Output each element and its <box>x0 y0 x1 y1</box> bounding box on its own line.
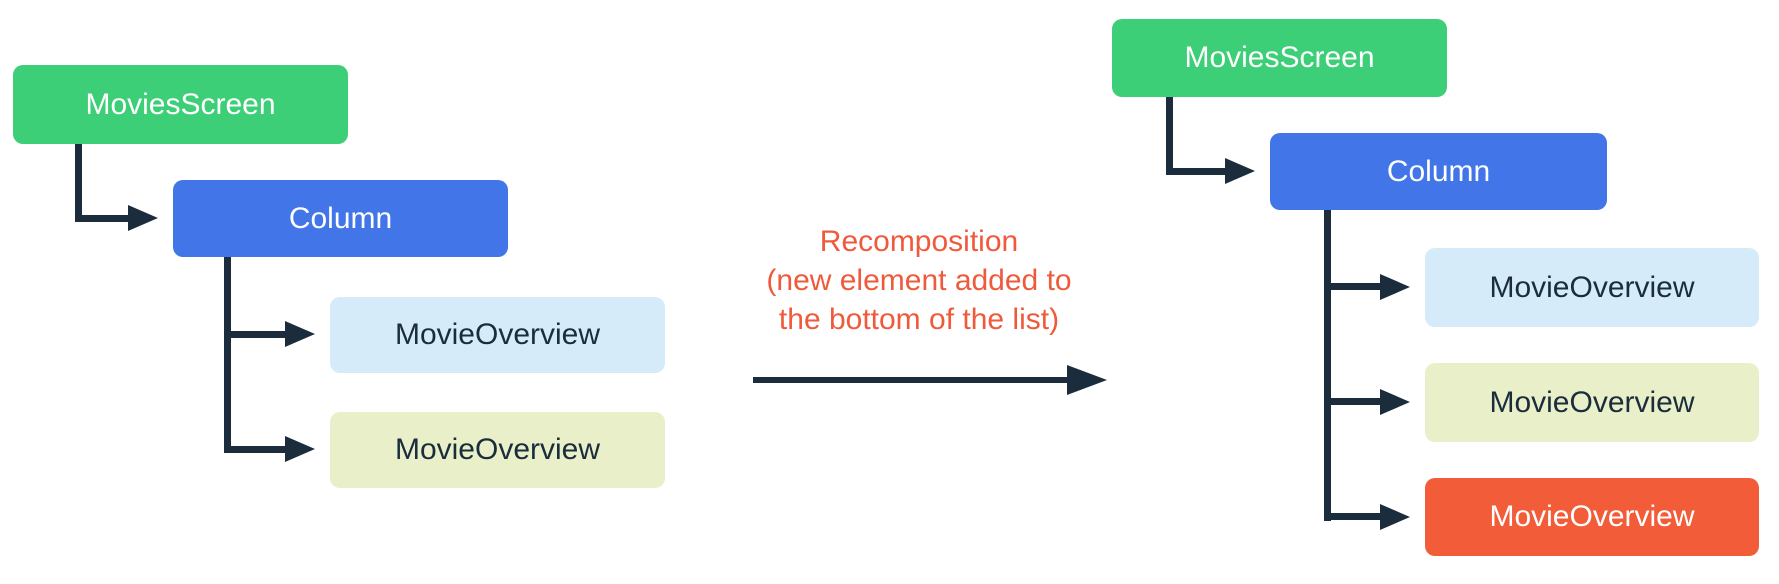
right-arrowhead-movieoverview-2 <box>1380 389 1410 415</box>
left-node-movieoverview-2: MovieOverview <box>330 412 665 488</box>
right-connector-branch-2 <box>1324 398 1382 405</box>
node-label: MoviesScreen <box>85 87 276 121</box>
node-label: MoviesScreen <box>1184 41 1375 74</box>
node-label: MovieOverview <box>1489 270 1695 304</box>
right-node-moviesscreen: MoviesScreen <box>1112 19 1447 97</box>
right-connector-moviesscreen-column-vertical <box>1166 97 1173 175</box>
right-connector-branch-3 <box>1324 513 1382 520</box>
recomposition-caption: Recomposition (new element added to the … <box>738 222 1100 339</box>
right-node-movieoverview-1: MovieOverview <box>1425 248 1759 327</box>
caption-line-2: (new element added to <box>766 264 1072 297</box>
right-arrowhead-movieoverview-3 <box>1380 504 1410 530</box>
left-connector-column-children-vertical <box>224 257 231 453</box>
left-node-movieoverview-1: MovieOverview <box>330 297 665 373</box>
left-connector-moviesscreen-column-vertical <box>75 144 82 222</box>
recomposition-arrow-head-icon <box>1067 365 1107 395</box>
left-arrowhead-column <box>128 205 158 231</box>
right-node-column: Column <box>1270 133 1607 210</box>
node-label: MovieOverview <box>1489 385 1695 419</box>
node-label: MovieOverview <box>1489 500 1695 533</box>
left-arrowhead-movieoverview-2 <box>285 436 315 462</box>
right-arrowhead-column <box>1225 158 1255 184</box>
recomposition-arrow-shaft <box>753 377 1068 383</box>
left-connector-moviesscreen-column-horizontal <box>75 215 130 222</box>
right-node-movieoverview-3-new: MovieOverview <box>1425 478 1759 556</box>
left-node-moviesscreen: MoviesScreen <box>13 65 348 144</box>
caption-line-1: Recomposition <box>819 225 1019 258</box>
node-label: Column <box>1386 154 1491 188</box>
node-label: MovieOverview <box>394 433 601 466</box>
node-label: Column <box>288 201 393 235</box>
right-node-movieoverview-2: MovieOverview <box>1425 363 1759 442</box>
left-connector-branch-2 <box>224 446 286 453</box>
right-arrowhead-movieoverview-1 <box>1380 274 1410 300</box>
left-node-column: Column <box>173 180 508 257</box>
left-arrowhead-movieoverview-1 <box>285 321 315 347</box>
right-connector-moviesscreen-column-horizontal <box>1166 168 1226 175</box>
node-label: MovieOverview <box>394 318 601 351</box>
right-connector-branch-1 <box>1324 283 1382 290</box>
left-connector-branch-1 <box>224 331 286 338</box>
right-connector-column-children-vertical <box>1324 210 1331 521</box>
caption-line-3: the bottom of the list) <box>778 303 1060 336</box>
